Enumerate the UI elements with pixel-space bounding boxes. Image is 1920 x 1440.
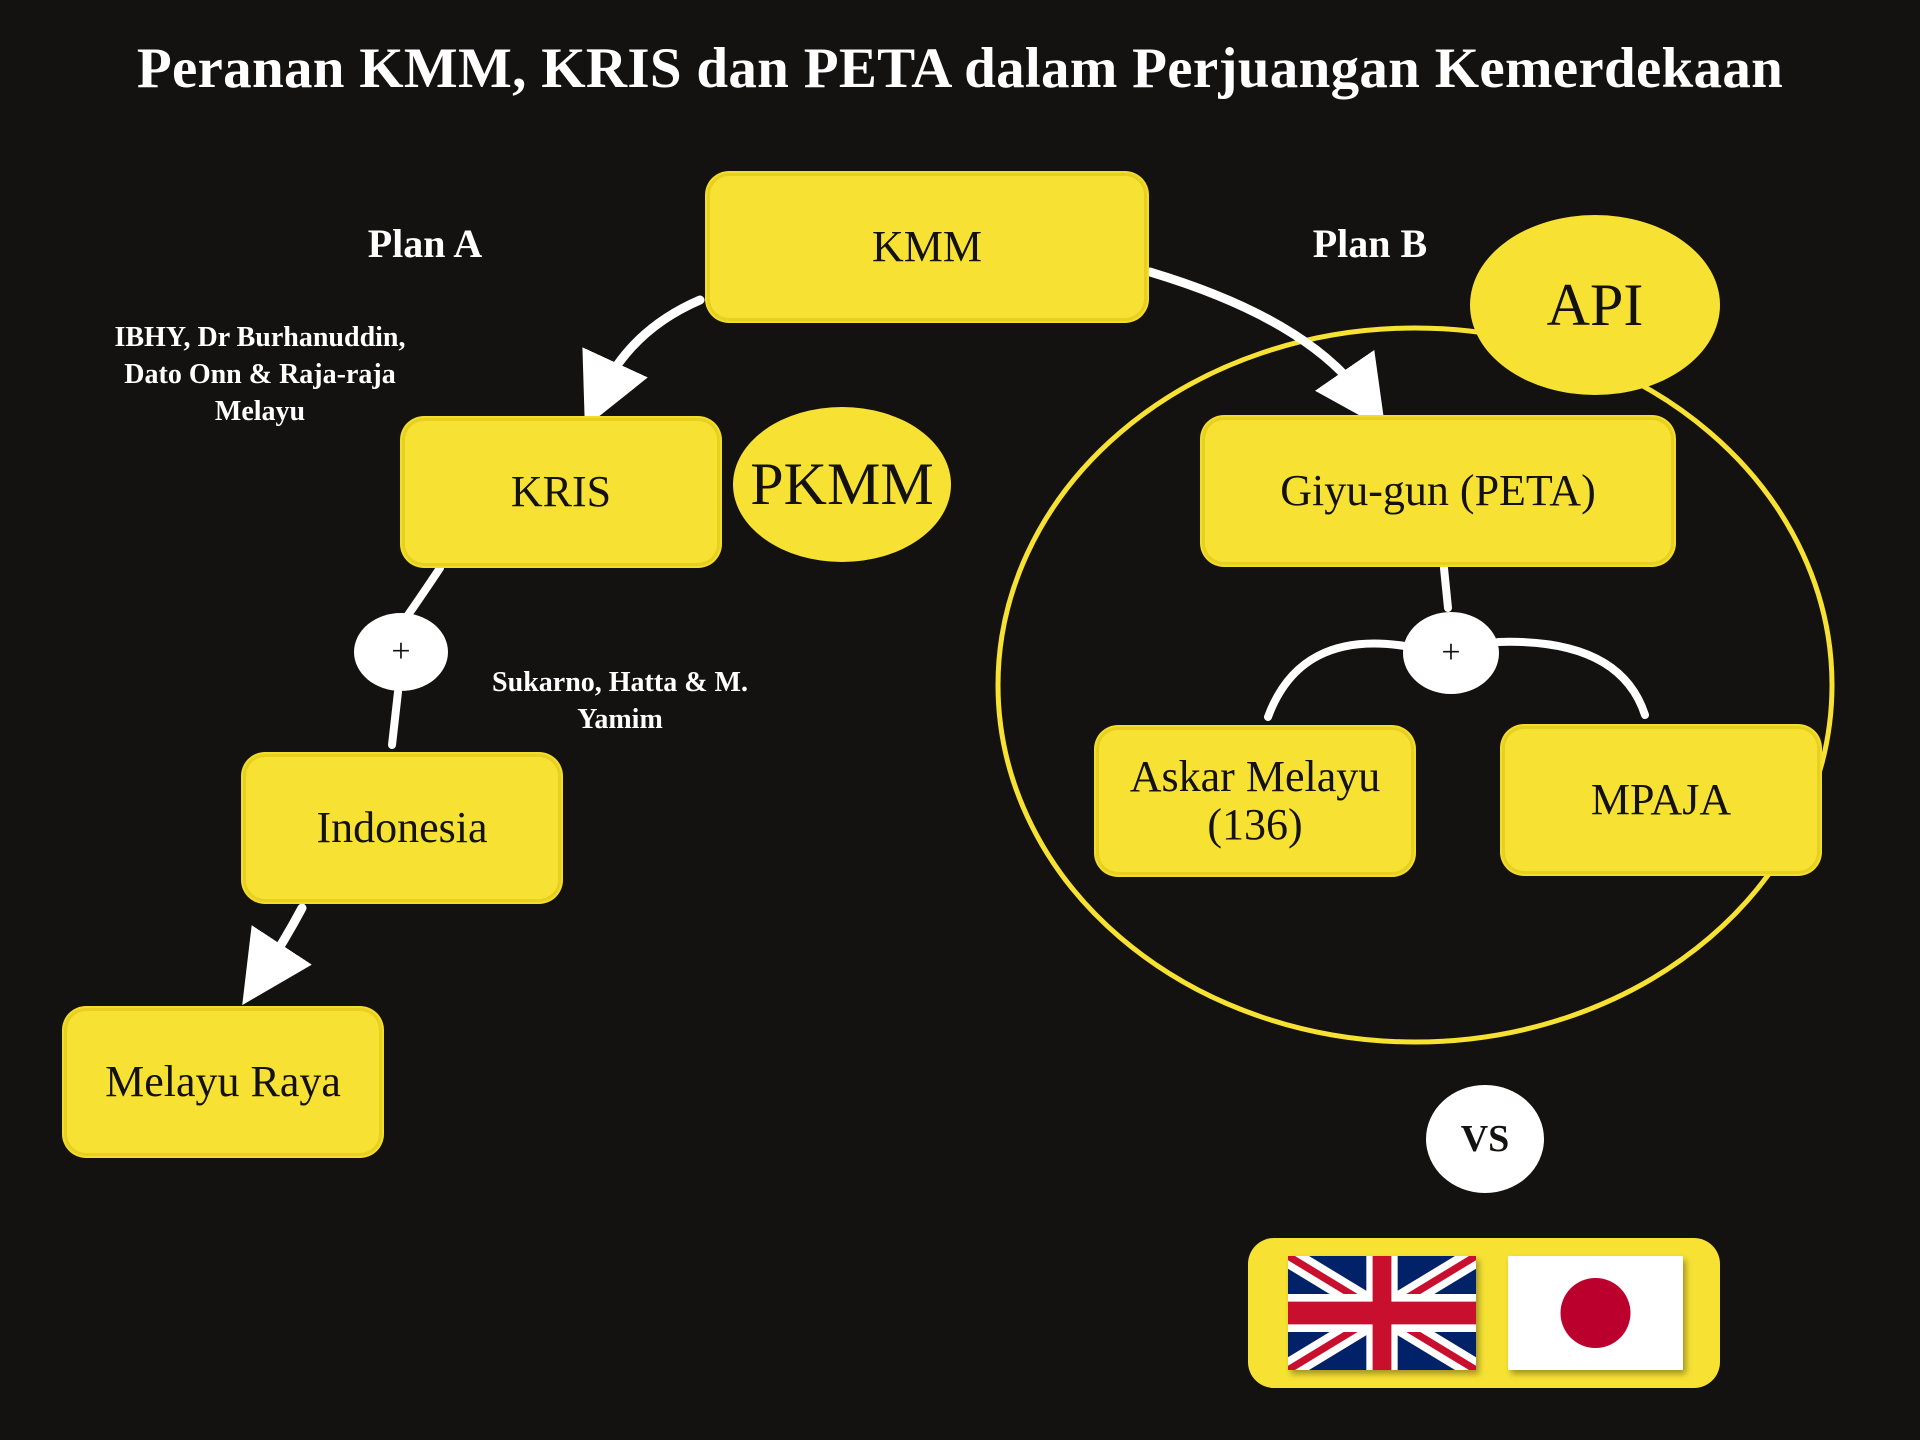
line-plus-indonesia	[388, 688, 402, 749]
line-plus-askar	[1264, 639, 1409, 721]
note-kris-figures: IBHY, Dr Burhanuddin, Dato Onn & Raja-ra…	[114, 322, 406, 427]
plus-right: +	[1403, 612, 1499, 694]
node-api-label: API	[1546, 271, 1644, 338]
node-askar-melayu-label: Askar Melayu (136)	[1129, 751, 1381, 849]
note-indonesia-figures: Sukarno, Hatta & M. Yamim	[492, 667, 748, 735]
node-indonesia-label: Indonesia	[316, 802, 488, 852]
node-mpaja: MPAJA	[1502, 726, 1820, 874]
node-kris: KRIS	[402, 418, 720, 566]
node-pkmm: PKMM	[733, 407, 951, 562]
node-melayu-raya-label: Melayu Raya	[105, 1056, 341, 1106]
line-kris-plus	[404, 564, 444, 619]
node-mpaja-label: MPAJA	[1590, 774, 1732, 824]
plus-right-symbol: +	[1441, 634, 1461, 671]
node-indonesia: Indonesia	[243, 754, 561, 902]
plus-left-symbol: +	[391, 633, 411, 670]
arrow-kmm-kris	[582, 295, 705, 428]
node-kmm: KMM	[707, 173, 1147, 321]
arrow-kmm-peta	[1145, 267, 1386, 430]
plan-a-label: Plan A	[367, 221, 483, 266]
plan-b-ring	[995, 325, 1835, 1045]
node-api: API	[1470, 215, 1720, 395]
vs-label: VS	[1460, 1118, 1510, 1160]
node-kris-label: KRIS	[510, 466, 612, 516]
node-pkmm-label: PKMM	[750, 451, 934, 517]
plan-b-label: Plan B	[1312, 221, 1428, 266]
page-title: Peranan KMM, KRIS dan PETA dalam Perjuan…	[136, 37, 1784, 100]
node-peta: Giyu-gun (PETA)	[1202, 417, 1674, 565]
plus-left: +	[354, 613, 448, 691]
vs-circle: VS	[1426, 1085, 1544, 1193]
node-melayu-raya: Melayu Raya	[64, 1008, 382, 1156]
node-askar-melayu: Askar Melayu (136)	[1096, 727, 1414, 875]
japan-flag	[1508, 1256, 1683, 1370]
arrow-indonesia-melayu-raya	[242, 903, 312, 1006]
line-plus-mpaja	[1494, 637, 1649, 719]
uk-flag	[1288, 1256, 1476, 1370]
node-peta-label: Giyu-gun (PETA)	[1280, 465, 1596, 515]
flags-panel	[1248, 1238, 1720, 1388]
line-peta-plus	[1440, 564, 1452, 612]
node-kmm-label: KMM	[871, 221, 983, 271]
